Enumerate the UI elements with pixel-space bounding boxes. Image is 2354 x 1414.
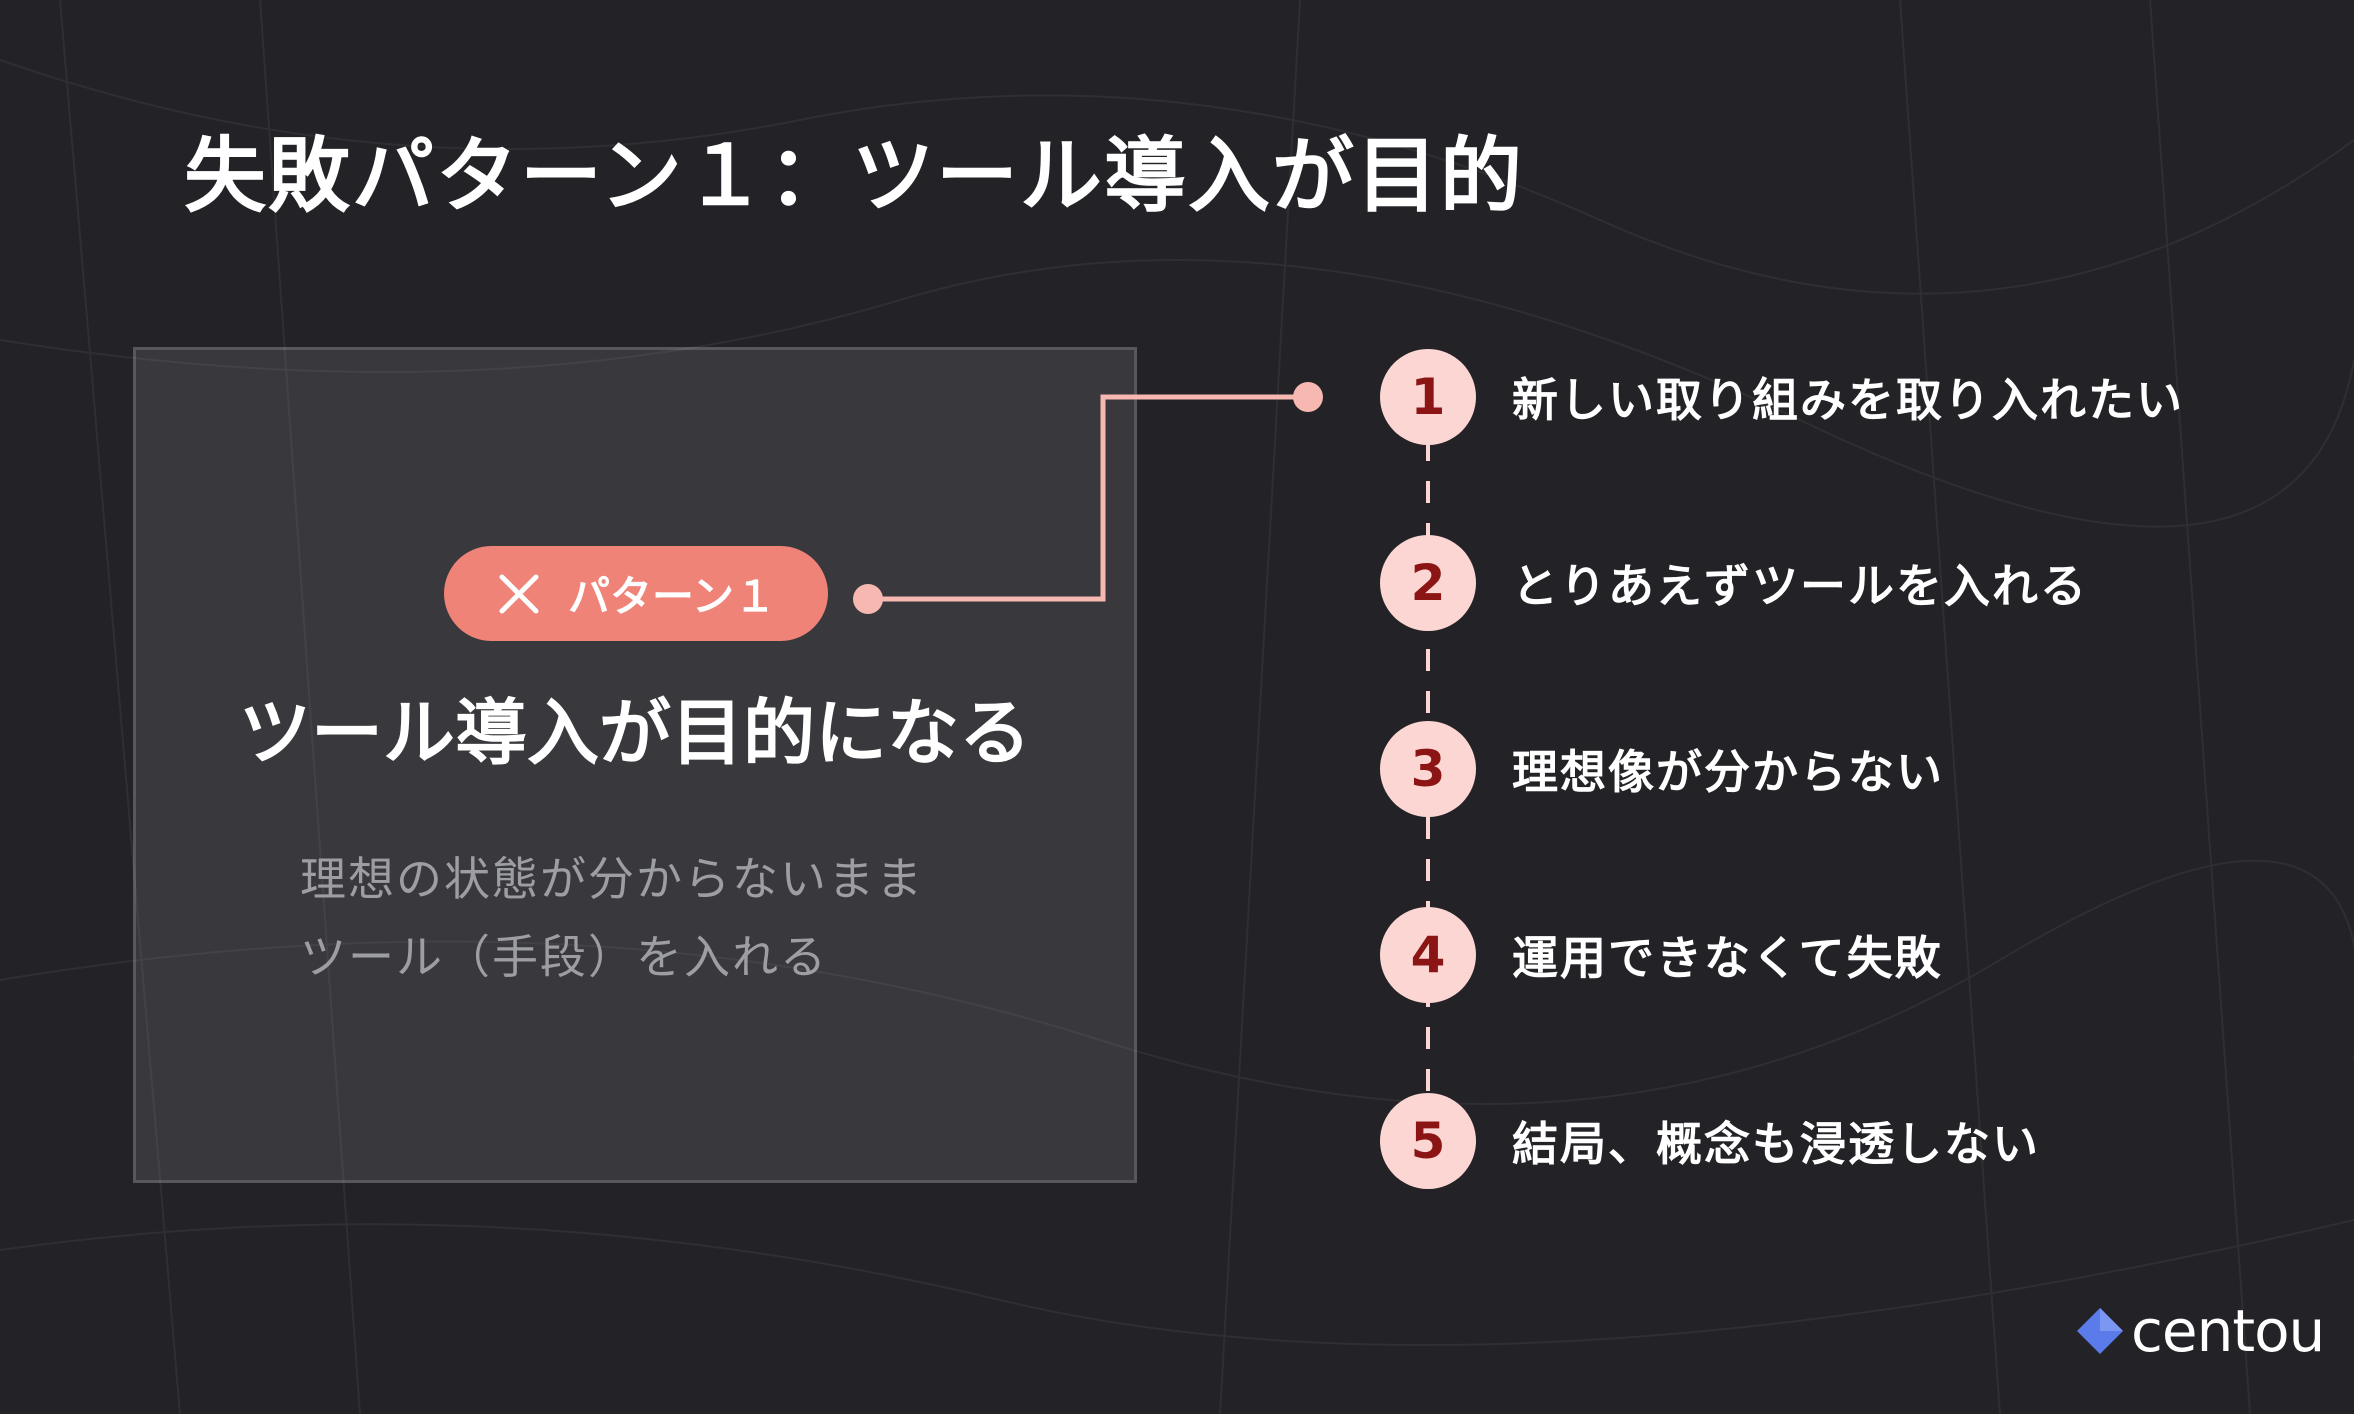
step-label: 運用できなくて失敗: [1512, 931, 1943, 985]
step-label: 新しい取り組みを取り入れたい: [1512, 373, 2184, 427]
diamond-icon: [2077, 1308, 2123, 1354]
close-icon: [499, 574, 539, 613]
pattern-badge: パターン１: [444, 546, 828, 641]
step-label: とりあえずツールを入れる: [1512, 559, 2088, 613]
page-title: 失敗パターン１：ツール導入が目的: [184, 129, 1524, 224]
card-heading: ツール導入が目的になる: [238, 691, 1031, 775]
step-item: 2 とりあえずツールを入れる: [1380, 535, 2340, 631]
connector-end-dot: [1293, 382, 1323, 412]
card-description-line: 理想の状態が分からないまま: [300, 852, 924, 906]
pattern-badge-label: パターン１: [568, 572, 776, 621]
brand-logo: centou: [2075, 1297, 2325, 1365]
step-label: 結局、概念も浸透しない: [1512, 1117, 2040, 1171]
step-label: 理想像が分からない: [1512, 745, 1944, 799]
step-item: 3 理想像が分からない: [1380, 721, 2340, 817]
step-item: 1 新しい取り組みを取り入れたい: [1380, 349, 2340, 445]
card-description: 理想の状態が分からないまま ツール（手段）を入れる: [300, 840, 1100, 996]
step-item: 5 結局、概念も浸透しない: [1380, 1093, 2340, 1189]
logo-text: centou: [2131, 1297, 2325, 1365]
step-item: 4 運用できなくて失敗: [1380, 907, 2340, 1003]
step-number: 5: [1380, 1093, 1476, 1189]
step-number: 1: [1380, 349, 1476, 445]
step-number: 3: [1380, 721, 1476, 817]
step-number: 2: [1380, 535, 1476, 631]
card-description-line: ツール（手段）を入れる: [300, 930, 828, 984]
step-number: 4: [1380, 907, 1476, 1003]
